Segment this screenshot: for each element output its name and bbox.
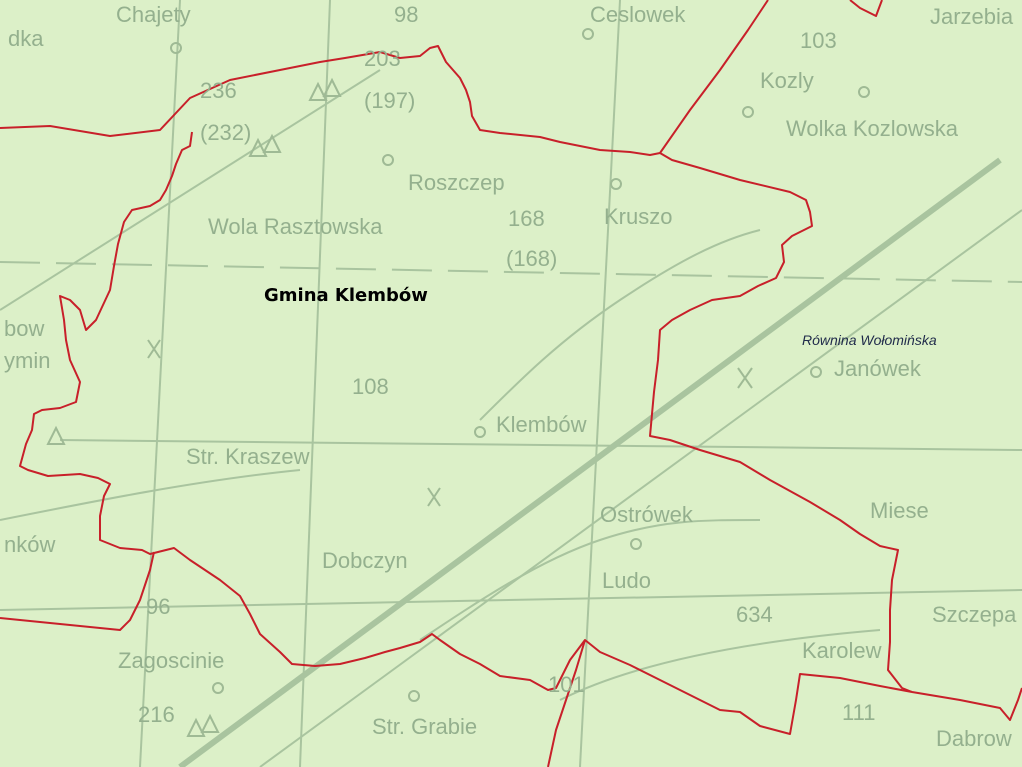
place-label: Kozly	[760, 68, 814, 93]
place-label: 216	[138, 702, 175, 727]
boundary-south-branch	[547, 639, 586, 767]
place-label: dka	[8, 26, 44, 51]
village-circle-icon	[582, 28, 594, 40]
place-label: Roszczep	[408, 170, 505, 195]
place-label: Wolka Kozlowska	[786, 116, 958, 141]
road-line	[0, 589, 1022, 611]
place-label: (197)	[364, 88, 416, 113]
place-label: 168	[508, 206, 545, 231]
forest-icon	[46, 425, 66, 445]
road-line	[139, 0, 181, 767]
road-line	[0, 69, 381, 311]
road-line	[299, 0, 331, 767]
place-label: 236	[200, 78, 237, 103]
village-circle-icon	[170, 42, 182, 54]
place-label: ymin	[4, 348, 51, 373]
village-circle-icon	[810, 366, 822, 378]
place-label: Dobczyn	[322, 548, 408, 573]
village-circle-icon	[610, 178, 622, 190]
place-label: nków	[4, 532, 56, 557]
cross-icon	[427, 487, 441, 507]
place-label: Dabrow	[936, 726, 1012, 751]
place-label: Karolew	[802, 638, 882, 663]
road-line	[419, 519, 761, 641]
place-label: Klembów	[496, 412, 587, 437]
boundary-top-left	[0, 45, 661, 156]
place-label: Ceslowek	[590, 2, 686, 27]
boundary-south	[19, 131, 913, 735]
village-circle-icon	[474, 426, 486, 438]
place-label: 111	[842, 700, 876, 725]
region-label: Równina Wołomińska	[802, 332, 937, 348]
place-label: 98	[394, 2, 419, 27]
place-label: Str. Kraszew	[186, 444, 310, 469]
village-circle-icon	[408, 690, 420, 702]
place-label: 108	[352, 374, 389, 399]
road-line	[259, 209, 1022, 767]
place-label: (232)	[200, 120, 252, 145]
village-circle-icon	[858, 86, 870, 98]
place-label: Zagoscinie	[118, 648, 225, 673]
place-label: 103	[800, 28, 837, 53]
gmina-label: Gmina Klembów	[264, 285, 428, 306]
road-line	[0, 469, 301, 521]
village-circle-icon	[212, 682, 224, 694]
road-line	[559, 629, 881, 701]
boundary-top-right	[659, 0, 769, 154]
village-circle-icon	[382, 154, 394, 166]
place-label: Jarzebia	[930, 4, 1014, 29]
place-label: 203	[364, 46, 401, 71]
river-line	[479, 229, 761, 421]
place-label: 101	[548, 672, 585, 697]
place-label: Ludo	[602, 568, 651, 593]
place-label: 634	[736, 602, 773, 627]
place-label: Ostrówek	[600, 502, 693, 527]
place-label: Miese	[870, 498, 929, 523]
forest-icon	[248, 133, 282, 157]
forest-icon	[186, 713, 220, 737]
place-label: (168)	[506, 246, 558, 271]
village-circle-icon	[630, 538, 642, 550]
cross-icon	[147, 339, 161, 359]
place-label: Str. Grabie	[372, 714, 478, 739]
place-label: bow	[4, 316, 45, 341]
place-label: Kruszo	[604, 204, 673, 229]
road-line	[579, 0, 621, 767]
map-symbols	[46, 28, 870, 737]
boundary-top-corner	[849, 0, 883, 17]
road-line	[59, 439, 1022, 451]
village-circle-icon	[742, 106, 754, 118]
forest-icon	[308, 77, 342, 101]
place-label: Szczepa	[932, 602, 1017, 627]
boundary-east	[911, 687, 1022, 721]
place-label: Wola Rasztowska	[208, 214, 383, 239]
cross-icon	[737, 367, 753, 389]
boundary-klembow	[649, 152, 913, 693]
dashed-boundary-line	[0, 261, 1022, 283]
place-label: Janówek	[834, 356, 921, 381]
boundary-southwest	[0, 551, 155, 631]
place-label: 96	[146, 594, 171, 619]
place-label: Chajety	[116, 2, 191, 27]
